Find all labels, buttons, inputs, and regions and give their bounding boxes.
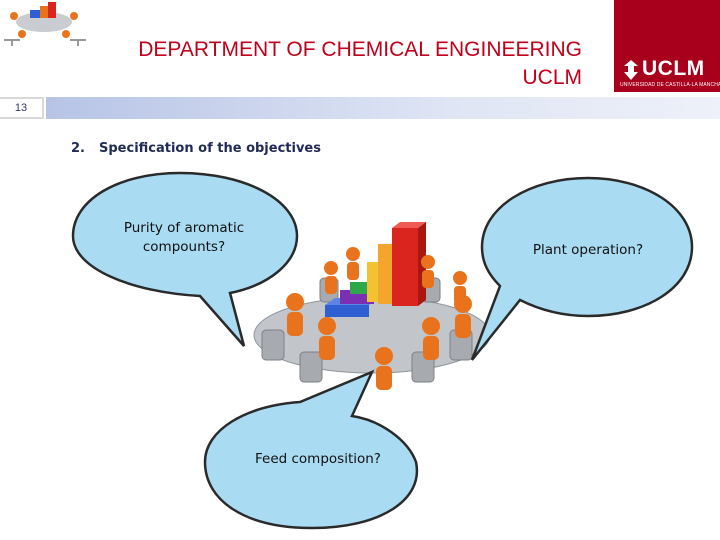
bubble-text-bottom: Feed composition? <box>255 451 381 467</box>
objective-item: 2. Specification of the objectives <box>71 141 321 156</box>
speech-bubble-left <box>71 171 299 347</box>
title-line-2: UCLM <box>522 66 582 89</box>
uclm-logo: UCLM UNIVERSIDAD DE CASTILLA-LA MANCHA <box>614 0 720 92</box>
header-bar <box>46 97 720 119</box>
logo-name: UCLM <box>642 57 705 80</box>
logo-subtitle: UNIVERSIDAD DE CASTILLA-LA MANCHA <box>620 82 720 88</box>
people-figures <box>286 247 472 390</box>
corner-meeting-illustration <box>4 2 86 46</box>
item-text: Specification of the objectives <box>99 141 321 156</box>
title-line-1: DEPARTMENT OF CHEMICAL ENGINEERING <box>138 38 582 61</box>
speech-bubble-right <box>470 176 694 361</box>
slide-title: DEPARTMENT OF CHEMICAL ENGINEERING UCLM <box>62 36 582 92</box>
university-emblem-icon <box>624 60 638 80</box>
slide-number: 13 <box>0 97 44 119</box>
chairs <box>261 277 473 383</box>
item-number: 2. <box>71 141 85 156</box>
bubble-text-right: Plant operation? <box>532 242 644 258</box>
speech-bubble-bottom <box>203 369 419 530</box>
bubble-text-left: Purity of aromatic compounts? <box>123 220 245 255</box>
